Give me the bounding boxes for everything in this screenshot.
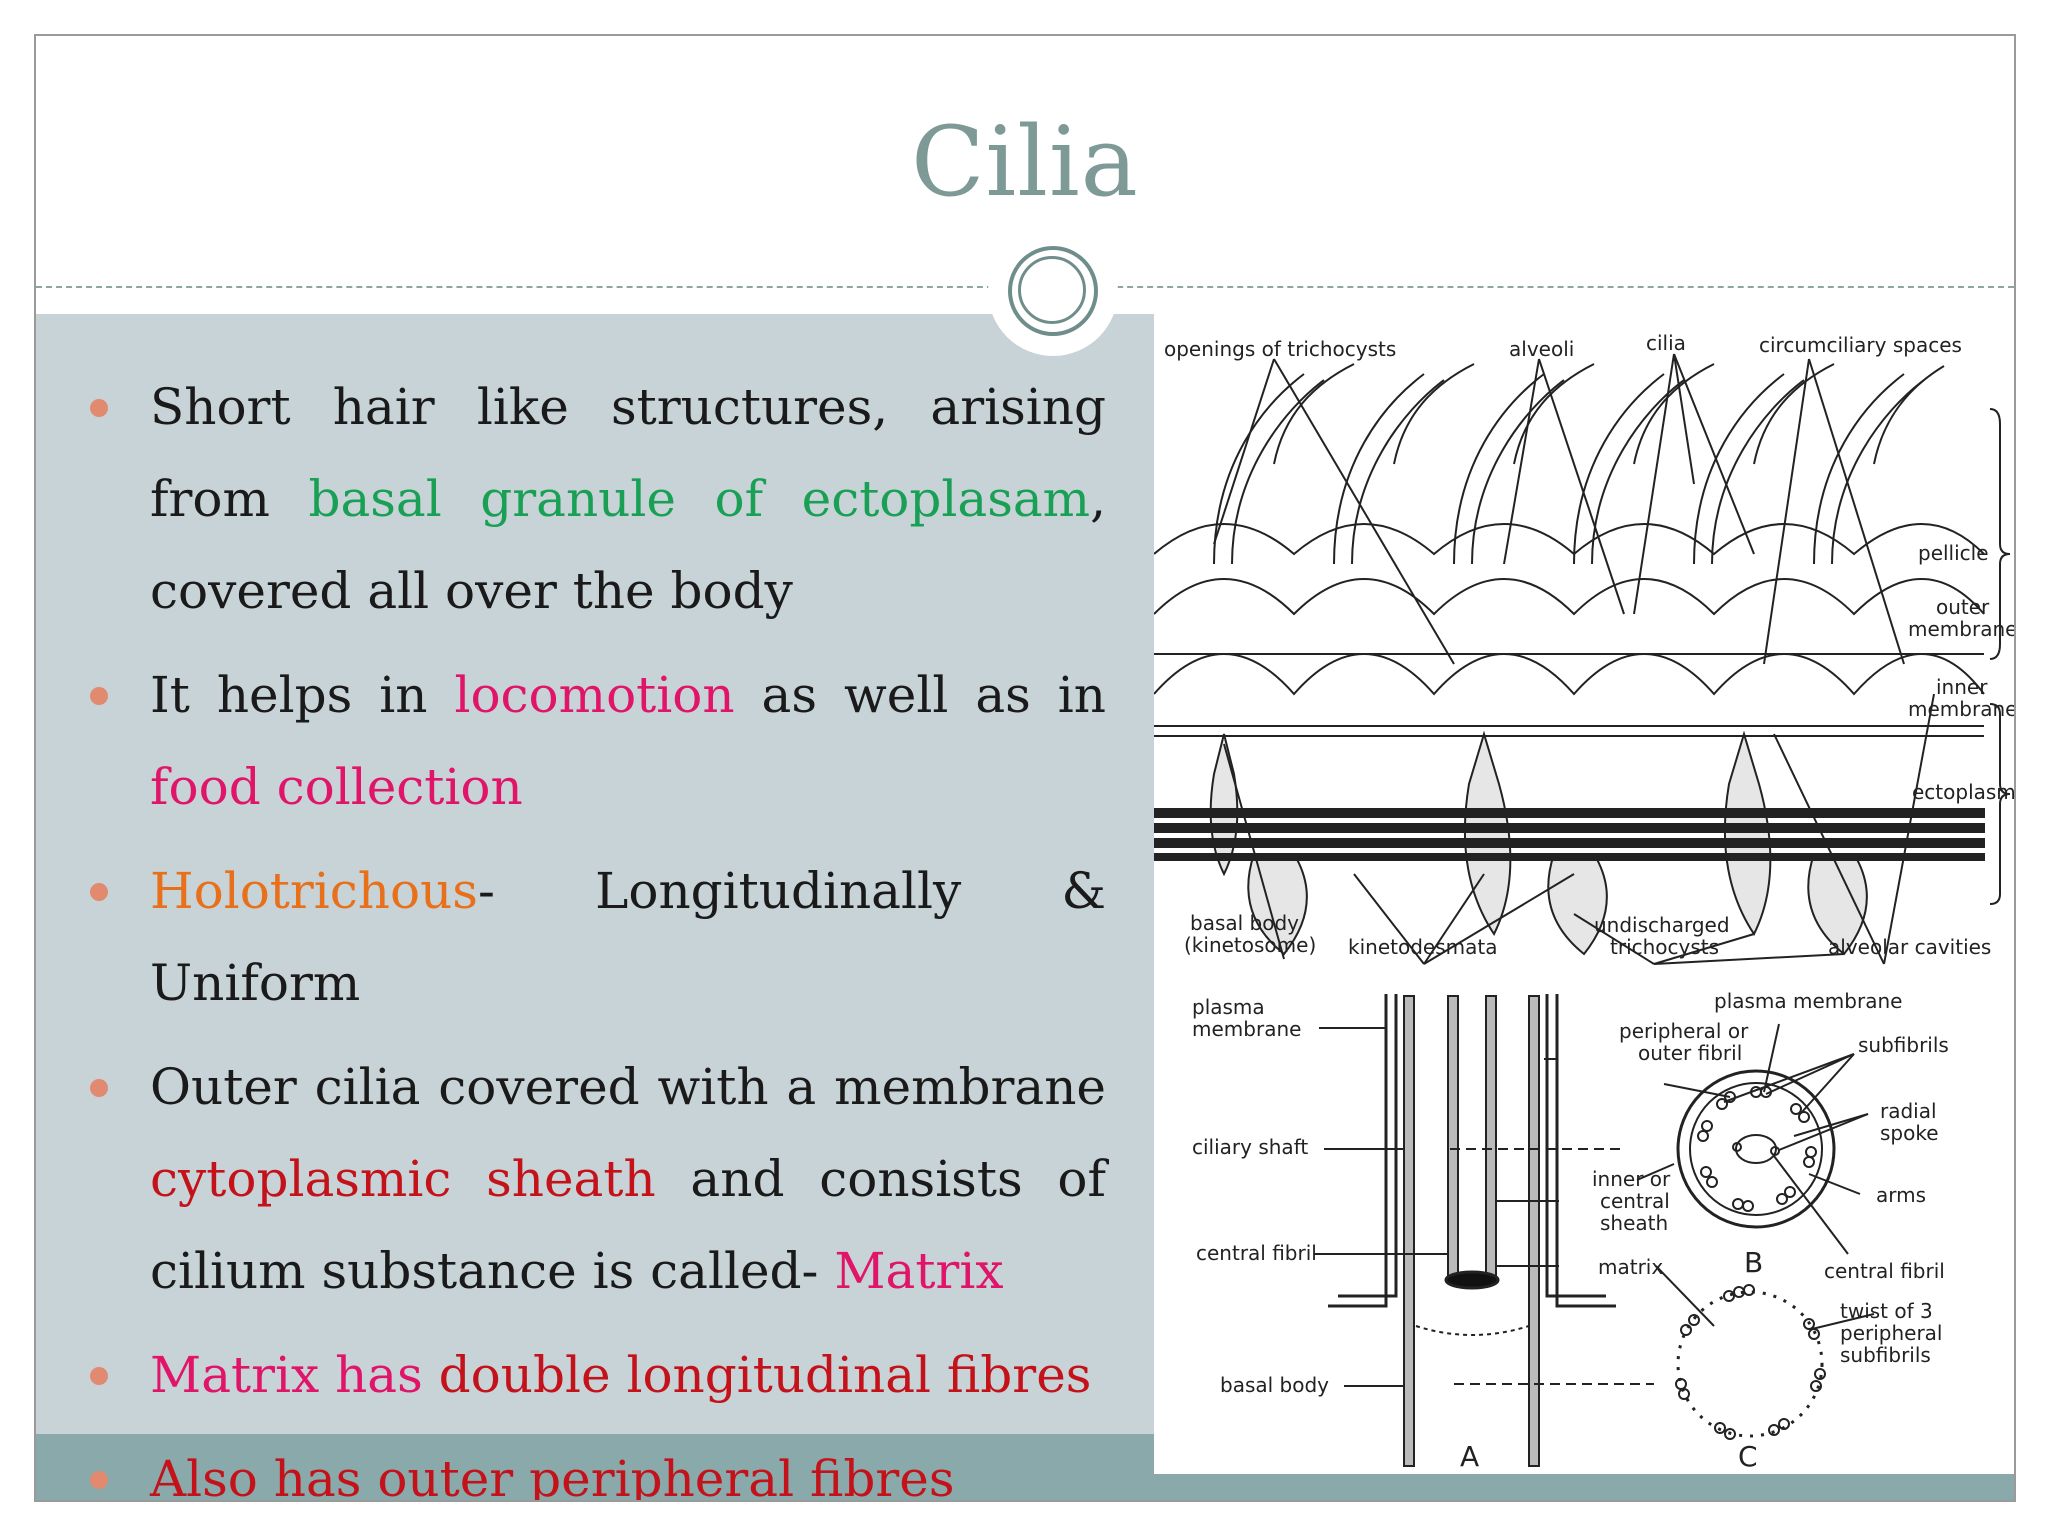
bullet-text: - Longitudinally & Uniform xyxy=(150,862,1106,1012)
label-basal-body-1: basal body xyxy=(1190,911,1299,935)
bullet-text: Holotrichous xyxy=(150,862,478,920)
label-inner-membrane-1: inner xyxy=(1936,675,1988,699)
bullet-dot-icon xyxy=(90,1367,108,1385)
bullet-text: locomotion xyxy=(454,666,735,724)
label-outer-membrane-1: outer xyxy=(1936,595,1990,619)
bullet-text: Also has outer peripheral fibres xyxy=(150,1450,955,1502)
pellicle-labels: openings of trichocysts alveoli cilia ci… xyxy=(1164,331,2016,959)
bullet-text: Matrix has xyxy=(150,1346,439,1404)
label-undischarged-1: undischarged xyxy=(1594,913,1730,937)
label-plasma-membrane-2: membrane xyxy=(1192,1017,1301,1041)
label-radial-1: radial xyxy=(1880,1099,1937,1123)
label-alveoli: alveoli xyxy=(1509,337,1574,361)
bullet-item: Holotrichous- Longitudinally & Uniform xyxy=(86,845,1106,1029)
bullet-list: Short hair like structures, arising from… xyxy=(86,361,1106,1502)
label-basal-body-2: (kinetosome) xyxy=(1184,933,1316,957)
bullet-dot-icon xyxy=(90,399,108,417)
bullet-item: Short hair like structures, arising from… xyxy=(86,361,1106,637)
label-twist-1: twist of 3 xyxy=(1840,1299,1933,1323)
bullet-text: It helps in xyxy=(150,666,455,724)
label-ectoplasm: ectoplasm xyxy=(1912,780,2016,804)
bullet-dot-icon xyxy=(90,883,108,901)
cilia-diagram: openings of trichocysts alveoli cilia ci… xyxy=(1154,314,2016,1474)
label-peripheral-2: outer fibril xyxy=(1638,1041,1742,1065)
label-letter-c: C xyxy=(1738,1440,1758,1473)
bullet-text: food collection xyxy=(150,758,523,816)
label-central-fibril-right: central fibril xyxy=(1824,1259,1945,1283)
label-letter-b: B xyxy=(1744,1246,1763,1279)
bullet-text: Outer cilia covered with a membrane xyxy=(150,1058,1106,1116)
bullet-dot-icon xyxy=(90,1471,108,1489)
bullet-item: Outer cilia covered with a membrane cyto… xyxy=(86,1041,1106,1317)
label-plasma-membrane-right: plasma membrane xyxy=(1714,989,1902,1013)
bullet-item: It helps in locomotion as well as in foo… xyxy=(86,649,1106,833)
label-letter-a: A xyxy=(1460,1440,1479,1473)
label-pellicle: pellicle xyxy=(1918,541,1989,565)
bullet-text: Short hair like structures, arising from xyxy=(150,378,1106,528)
cilium-section-labels: plasma membrane ciliary shaft central fi… xyxy=(1192,989,1949,1473)
cilium-section-drawing xyxy=(1314,994,1875,1467)
label-twist-3: subfibrils xyxy=(1840,1343,1931,1367)
label-inner-1: inner or xyxy=(1592,1167,1671,1191)
label-subfibrils: subfibrils xyxy=(1858,1033,1949,1057)
bullet-text: basal granule of ectoplasam xyxy=(308,470,1091,528)
label-cilia: cilia xyxy=(1646,331,1686,355)
label-inner-2: central xyxy=(1600,1189,1670,1213)
slide: Cilia Short hair like structures, arisin… xyxy=(34,34,2016,1502)
label-basal-body: basal body xyxy=(1220,1373,1329,1397)
slide-title: Cilia xyxy=(911,106,1139,218)
label-alveolar: alveolar cavities xyxy=(1828,935,1991,959)
bullet-text: double longitudinal fibres xyxy=(438,1346,1092,1404)
label-circumciliary: circumciliary spaces xyxy=(1759,333,1962,357)
bullet-text: and consists of cilium substance is call… xyxy=(150,1150,1106,1300)
bullet-text: as well as in xyxy=(734,666,1107,724)
label-ciliary-shaft: ciliary shaft xyxy=(1192,1135,1308,1159)
bullet-text: , covered all over the body xyxy=(150,470,1106,620)
label-outer-membrane-2: membrane xyxy=(1908,617,2016,641)
bullet-text: Matrix xyxy=(834,1242,1004,1300)
circle-ornament-icon xyxy=(988,226,1118,356)
bullet-item: Matrix has double longitudinal fibres xyxy=(86,1329,1106,1421)
label-twist-2: peripheral xyxy=(1840,1321,1943,1345)
bullet-text: cytoplasmic sheath xyxy=(150,1150,656,1208)
label-plasma-membrane-1: plasma xyxy=(1192,995,1265,1019)
cilium-section-diagram-bg xyxy=(1154,974,2014,1474)
bullet-dot-icon xyxy=(90,1079,108,1097)
label-central-fibril: central fibril xyxy=(1196,1241,1317,1265)
pellicle-drawing xyxy=(1154,353,2011,965)
label-kinetodesmata: kinetodesmata xyxy=(1348,935,1497,959)
label-inner-3: sheath xyxy=(1600,1211,1668,1235)
bullet-item: Also has outer peripheral fibres xyxy=(86,1433,1106,1502)
label-arms: arms xyxy=(1876,1183,1926,1207)
label-undischarged-2: trichocysts xyxy=(1610,935,1719,959)
bullet-dot-icon xyxy=(90,687,108,705)
label-openings: openings of trichocysts xyxy=(1164,337,1396,361)
label-matrix: matrix xyxy=(1598,1255,1663,1279)
label-inner-membrane-2: membrane xyxy=(1908,697,2016,721)
label-peripheral-1: peripheral or xyxy=(1619,1019,1749,1043)
label-radial-2: spoke xyxy=(1880,1121,1939,1145)
